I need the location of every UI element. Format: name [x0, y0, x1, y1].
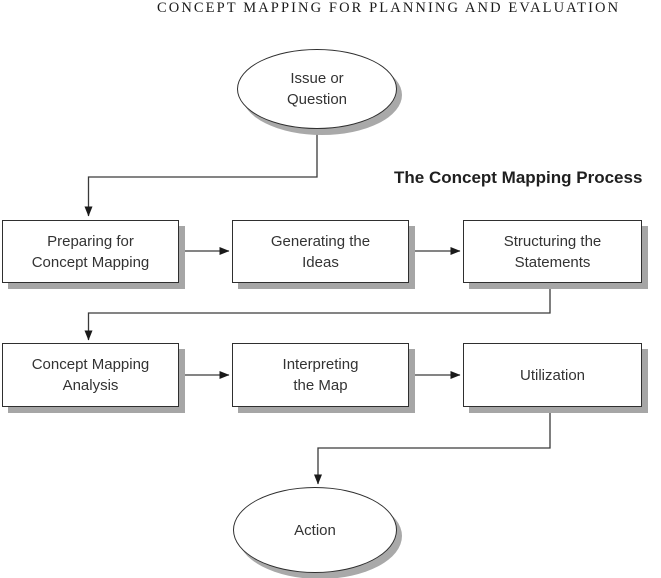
node-utilization: Utilization	[463, 343, 642, 407]
edge-utilization-to-action	[314, 408, 551, 485]
node-issue-or-question: Issue or Question	[237, 49, 397, 129]
node-label: Concept Mapping Analysis	[31, 356, 150, 394]
node-structuring-the-statements: Structuring the Statements	[463, 220, 642, 283]
node-generating-the-ideas: Generating the Ideas	[232, 220, 409, 283]
node-concept-mapping-analysis: Concept Mapping Analysis	[2, 343, 179, 407]
node-label: Structuring the Statements	[503, 232, 602, 271]
node-action: Action	[233, 487, 397, 573]
node-preparing-for-concept-mapping: Preparing for Concept Mapping	[2, 220, 179, 283]
node-label: Generating the Ideas	[270, 232, 371, 271]
node-interpreting-the-map: Interpreting the Map	[232, 343, 409, 407]
node-label: Action	[294, 521, 336, 539]
running-header: CONCEPT MAPPING FOR PLANNING AND EVALUAT…	[157, 0, 621, 16]
node-label: Preparing for Concept Mapping	[31, 232, 150, 271]
edge-structuring-to-analysis	[84, 284, 551, 341]
node-label: Issue or Question	[286, 70, 348, 108]
node-label: Utilization	[519, 366, 586, 384]
node-label: Interpreting the Map	[282, 356, 359, 394]
diagram-title: The Concept Mapping Process	[394, 168, 643, 187]
edge-issue-to-preparing	[84, 130, 318, 217]
